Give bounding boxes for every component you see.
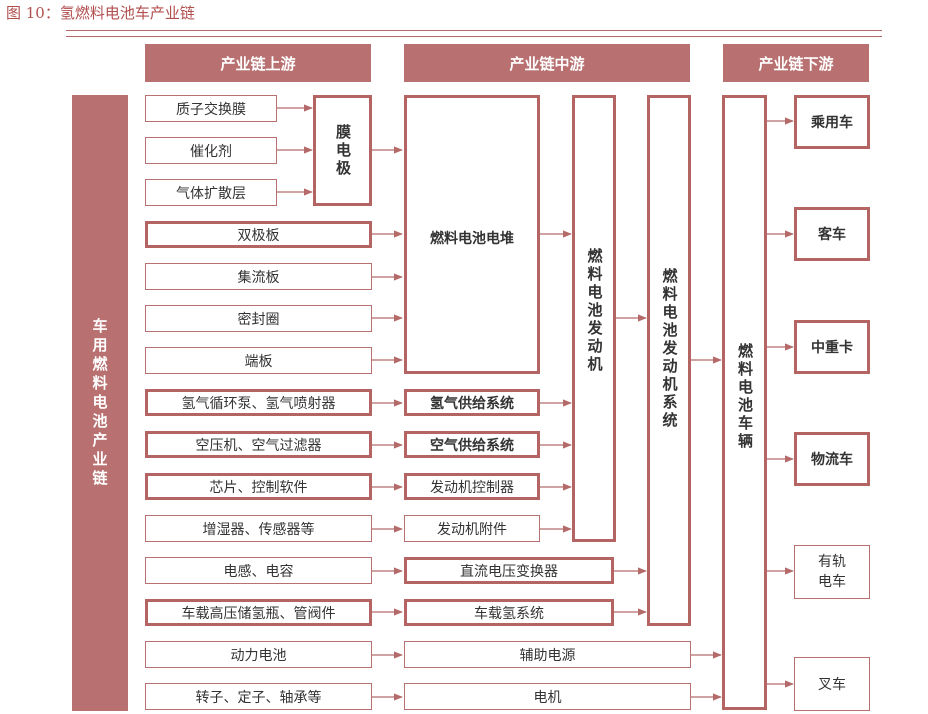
title-rule-2: [66, 36, 882, 37]
node-engine-accessory: 发动机附件: [404, 515, 540, 542]
figure-title: 图 10：氢燃料电池车产业链: [6, 4, 195, 22]
header-downstream: 产业链下游: [723, 44, 869, 82]
side-label: 车用燃料电池产业链: [90, 317, 109, 489]
node-fuel-cell-engine-system: 燃料电池发动机系统: [647, 95, 691, 626]
node-heavy-truck: 中重卡: [794, 320, 870, 374]
node-auxiliary-power: 辅助电源: [404, 641, 691, 668]
node-end-plate: 端板: [145, 347, 372, 374]
tram-label: 有轨电车: [818, 554, 846, 590]
node-humidifier-sensor: 增湿器、传感器等: [145, 515, 372, 542]
header-midstream: 产业链中游: [404, 44, 690, 82]
membrane-electrode-label: 膜电极: [334, 123, 352, 178]
node-vehicle-h2-system: 车载氢系统: [404, 599, 614, 626]
node-air-supply-system: 空气供给系统: [404, 431, 540, 458]
node-proton-membrane: 质子交换膜: [145, 95, 277, 122]
fuel-cell-engine-system-label: 燃料电池发动机系统: [660, 268, 679, 430]
node-engine-controller: 发动机控制器: [404, 473, 540, 500]
node-fuel-cell-engine: 燃料电池发动机: [572, 95, 616, 542]
node-catalyst: 催化剂: [145, 137, 277, 164]
fuel-cell-engine-label: 燃料电池发动机: [585, 248, 604, 374]
node-tram: 有轨电车: [794, 545, 870, 599]
title-rule: [66, 30, 882, 31]
node-bus: 客车: [794, 207, 870, 261]
node-passenger-car: 乘用车: [794, 95, 870, 149]
side-label-bar: 车用燃料电池产业链: [72, 95, 128, 711]
node-chips-software: 芯片、控制软件: [145, 473, 372, 500]
node-inductor-capacitor: 电感、电容: [145, 557, 372, 584]
node-h2-cycle-pump: 氢气循环泵、氢气喷射器: [145, 389, 372, 416]
node-logistics-vehicle: 物流车: [794, 432, 870, 486]
node-forklift: 叉车: [794, 657, 870, 711]
node-seal-ring: 密封圈: [145, 305, 372, 332]
node-h2-supply-system: 氢气供给系统: [404, 389, 540, 416]
node-current-collector: 集流板: [145, 263, 372, 290]
node-motor: 电机: [404, 683, 691, 710]
node-rotor-stator: 转子、定子、轴承等: [145, 683, 372, 710]
node-dc-converter: 直流电压变换器: [404, 557, 614, 584]
node-air-compressor: 空压机、空气过滤器: [145, 431, 372, 458]
node-fuel-cell-stack: 燃料电池电堆: [404, 95, 540, 374]
node-hydrogen-tank: 车载高压储氢瓶、管阀件: [145, 599, 372, 626]
node-power-battery: 动力电池: [145, 641, 372, 668]
node-bipolar-plate: 双极板: [145, 221, 372, 248]
node-fuel-cell-vehicle: 燃料电池车辆: [722, 95, 767, 710]
node-membrane-electrode: 膜电极: [313, 95, 372, 206]
node-gas-diffusion-layer: 气体扩散层: [145, 179, 277, 206]
header-upstream: 产业链上游: [145, 44, 371, 82]
fuel-cell-vehicle-label: 燃料电池车辆: [736, 343, 754, 451]
